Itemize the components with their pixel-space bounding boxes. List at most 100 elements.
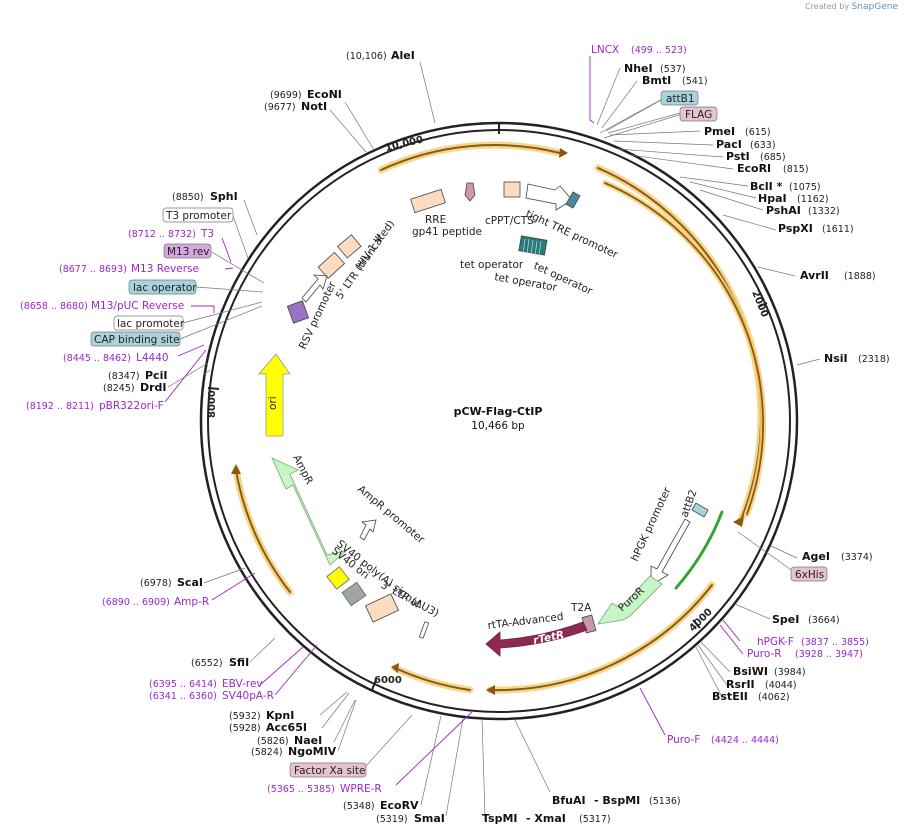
t2a-label: T2A [570, 602, 592, 614]
primer-name-lncx: LNCX [591, 44, 619, 56]
site-name-bspmi: - BspMI [594, 794, 640, 807]
cap-binding-site-label: CAP binding site [94, 334, 180, 346]
attb1-label: attB1 [666, 93, 695, 105]
site-name-bfuai: BfuAI [552, 794, 586, 807]
ampr-arrow [271, 457, 348, 566]
enzyme-labels: (10,106) AleI (9699) EcoNI (9677) NotI (… [103, 49, 890, 825]
site-name-econi: EcoNI [307, 88, 342, 101]
factor-xa-site-box-label [289, 762, 367, 778]
puror-arrow [597, 575, 663, 625]
site-pos-bmti: (541) [682, 76, 708, 87]
site-pos-kpni: (5932) [229, 711, 261, 722]
tick-mark-6000 [371, 679, 377, 691]
primer-name-l4440: L4440 [136, 352, 169, 364]
site-name-pmei: PmeI [704, 125, 735, 138]
site-name-rsrii: RsrII [726, 678, 755, 691]
primer-name-ebv-rev: EBV-rev [222, 678, 263, 690]
m13-rev-label: M13 rev [167, 246, 210, 258]
site-name-psti: PstI [726, 150, 750, 163]
site-name-avrii: AvrII [800, 269, 829, 282]
site-pos-pmei: (615) [745, 127, 771, 138]
hiv1-psi-box [337, 234, 362, 259]
site-pos-pcii: (8347) [108, 371, 140, 382]
primer-pos-ebv-rev: (6395 .. 6414) [149, 679, 217, 690]
site-name-pshai: PshAI [766, 204, 801, 217]
site-pos-ngomiv: (5824) [251, 747, 283, 758]
gp41-peptide-label: gp41 peptide [412, 226, 482, 238]
primer-pos-hpgk-f: (3837 .. 3855) [801, 637, 869, 648]
site-name-bsteii: BstEII [712, 690, 748, 703]
primer-connectors [164, 56, 744, 786]
site-name-smai: SmaI [414, 812, 445, 825]
ltr3-box [364, 593, 400, 623]
site-pos-hpai: (1162) [797, 194, 829, 205]
tet-operator-label-1: tet operator [460, 259, 524, 271]
site-name-sfii: SfiI [229, 656, 249, 669]
primer-name-m13-puc-reverse: M13/pUC Reverse [91, 300, 184, 312]
primer-name-wpre-r: WPRE-R [340, 783, 382, 795]
primer-pos-puro-r: (3928 .. 3947) [795, 649, 863, 660]
site-name-alei: AleI [391, 49, 415, 62]
primer-pos-lncx: (499 .. 523) [631, 45, 687, 56]
cppt-cts-box [503, 181, 521, 198]
lac-operator-box-label [128, 279, 197, 295]
site-pos-nhei: (537) [660, 64, 686, 75]
orf-arc-bottom-left [391, 664, 474, 694]
site-name-xmai: - XmaI [526, 812, 566, 825]
orf-green-arc [674, 510, 724, 590]
attb2-box [691, 502, 709, 518]
site-name-ngomiv: NgoMIV [288, 745, 337, 758]
ori-label: ori [267, 396, 279, 410]
site-pos-ecori: (815) [783, 164, 809, 175]
primer-name-puro-f: Puro-F [667, 734, 700, 746]
site-name-pcii: PciI [145, 369, 167, 382]
rtetr-arrow [485, 621, 588, 657]
sv40-ori-box [341, 581, 367, 607]
6xhis-label: 6xHis [795, 569, 824, 581]
rtta-advanced-label: rtTA-Advanced [487, 611, 564, 632]
site-name-naei: NaeI [294, 734, 322, 747]
site-name-drdi: DrdI [140, 381, 167, 394]
site-pos-sphi: (8850) [172, 192, 204, 203]
plasmid-size: 10,466 bp [471, 420, 525, 432]
tick-mark-4000 [692, 619, 701, 629]
orf-arc-right-inner [602, 180, 767, 517]
t3-promoter-box-label [162, 207, 234, 223]
site-pos-scai: (6978) [140, 578, 172, 589]
orf-arrowhead-right [733, 516, 744, 527]
enzyme-connectors [167, 61, 821, 817]
site-name-scai: ScaI [177, 576, 203, 589]
primer-name-sv40pa-r: SV40pA-R [222, 690, 274, 702]
rre-box [410, 188, 446, 214]
factor-xa-site-label: Factor Xa site [294, 765, 365, 777]
sv40-polya-box [326, 566, 350, 590]
primer-pos-m13-puc-reverse: (8658 .. 8680) [20, 301, 88, 312]
site-pos-naei: (5826) [257, 736, 289, 747]
site-pos-bcli: (1075) [789, 182, 821, 193]
primer-pos-l4440: (8445 .. 8462) [63, 353, 131, 364]
primer-labels: LNCX (499 .. 523) (8712 .. 8732) T3 (867… [20, 44, 869, 795]
site-name-noti: NotI [301, 100, 327, 113]
site-pos-smai: (5319) [376, 814, 408, 825]
site-name-tspmi: TspMI [482, 812, 518, 825]
site-name-ecori: EcoRI [737, 162, 771, 175]
site-pos-acc65i: (5928) [229, 723, 261, 734]
orf-arrowhead-bottom-left [391, 663, 399, 673]
primer-pos-t3: (8712 .. 8732) [128, 229, 196, 240]
ori-arrow [258, 353, 291, 437]
orf-arc-right-inner-line [604, 182, 765, 515]
orf-arrowhead-bottom [486, 685, 495, 695]
tick-label-6000: 6000 [374, 675, 402, 686]
site-pos-avrii: (1888) [844, 271, 876, 282]
rre-label: RRE [425, 214, 446, 226]
primer-pos-pbr322ori-f: (8192 .. 8211) [26, 401, 94, 412]
site-pos-drdi: (8245) [103, 383, 135, 394]
site-pos-bspmi: (5136) [649, 796, 681, 807]
rsv-striped-box [286, 300, 310, 324]
site-pos-psti: (685) [760, 152, 786, 163]
rtetr-label: rTetR [532, 629, 565, 647]
site-name-bsiwi: BsiWI [733, 665, 768, 678]
boxed-labels: attB1 FLAG T3 promoter M13 rev lac opera… [90, 90, 828, 778]
flag-box-label [679, 106, 718, 122]
